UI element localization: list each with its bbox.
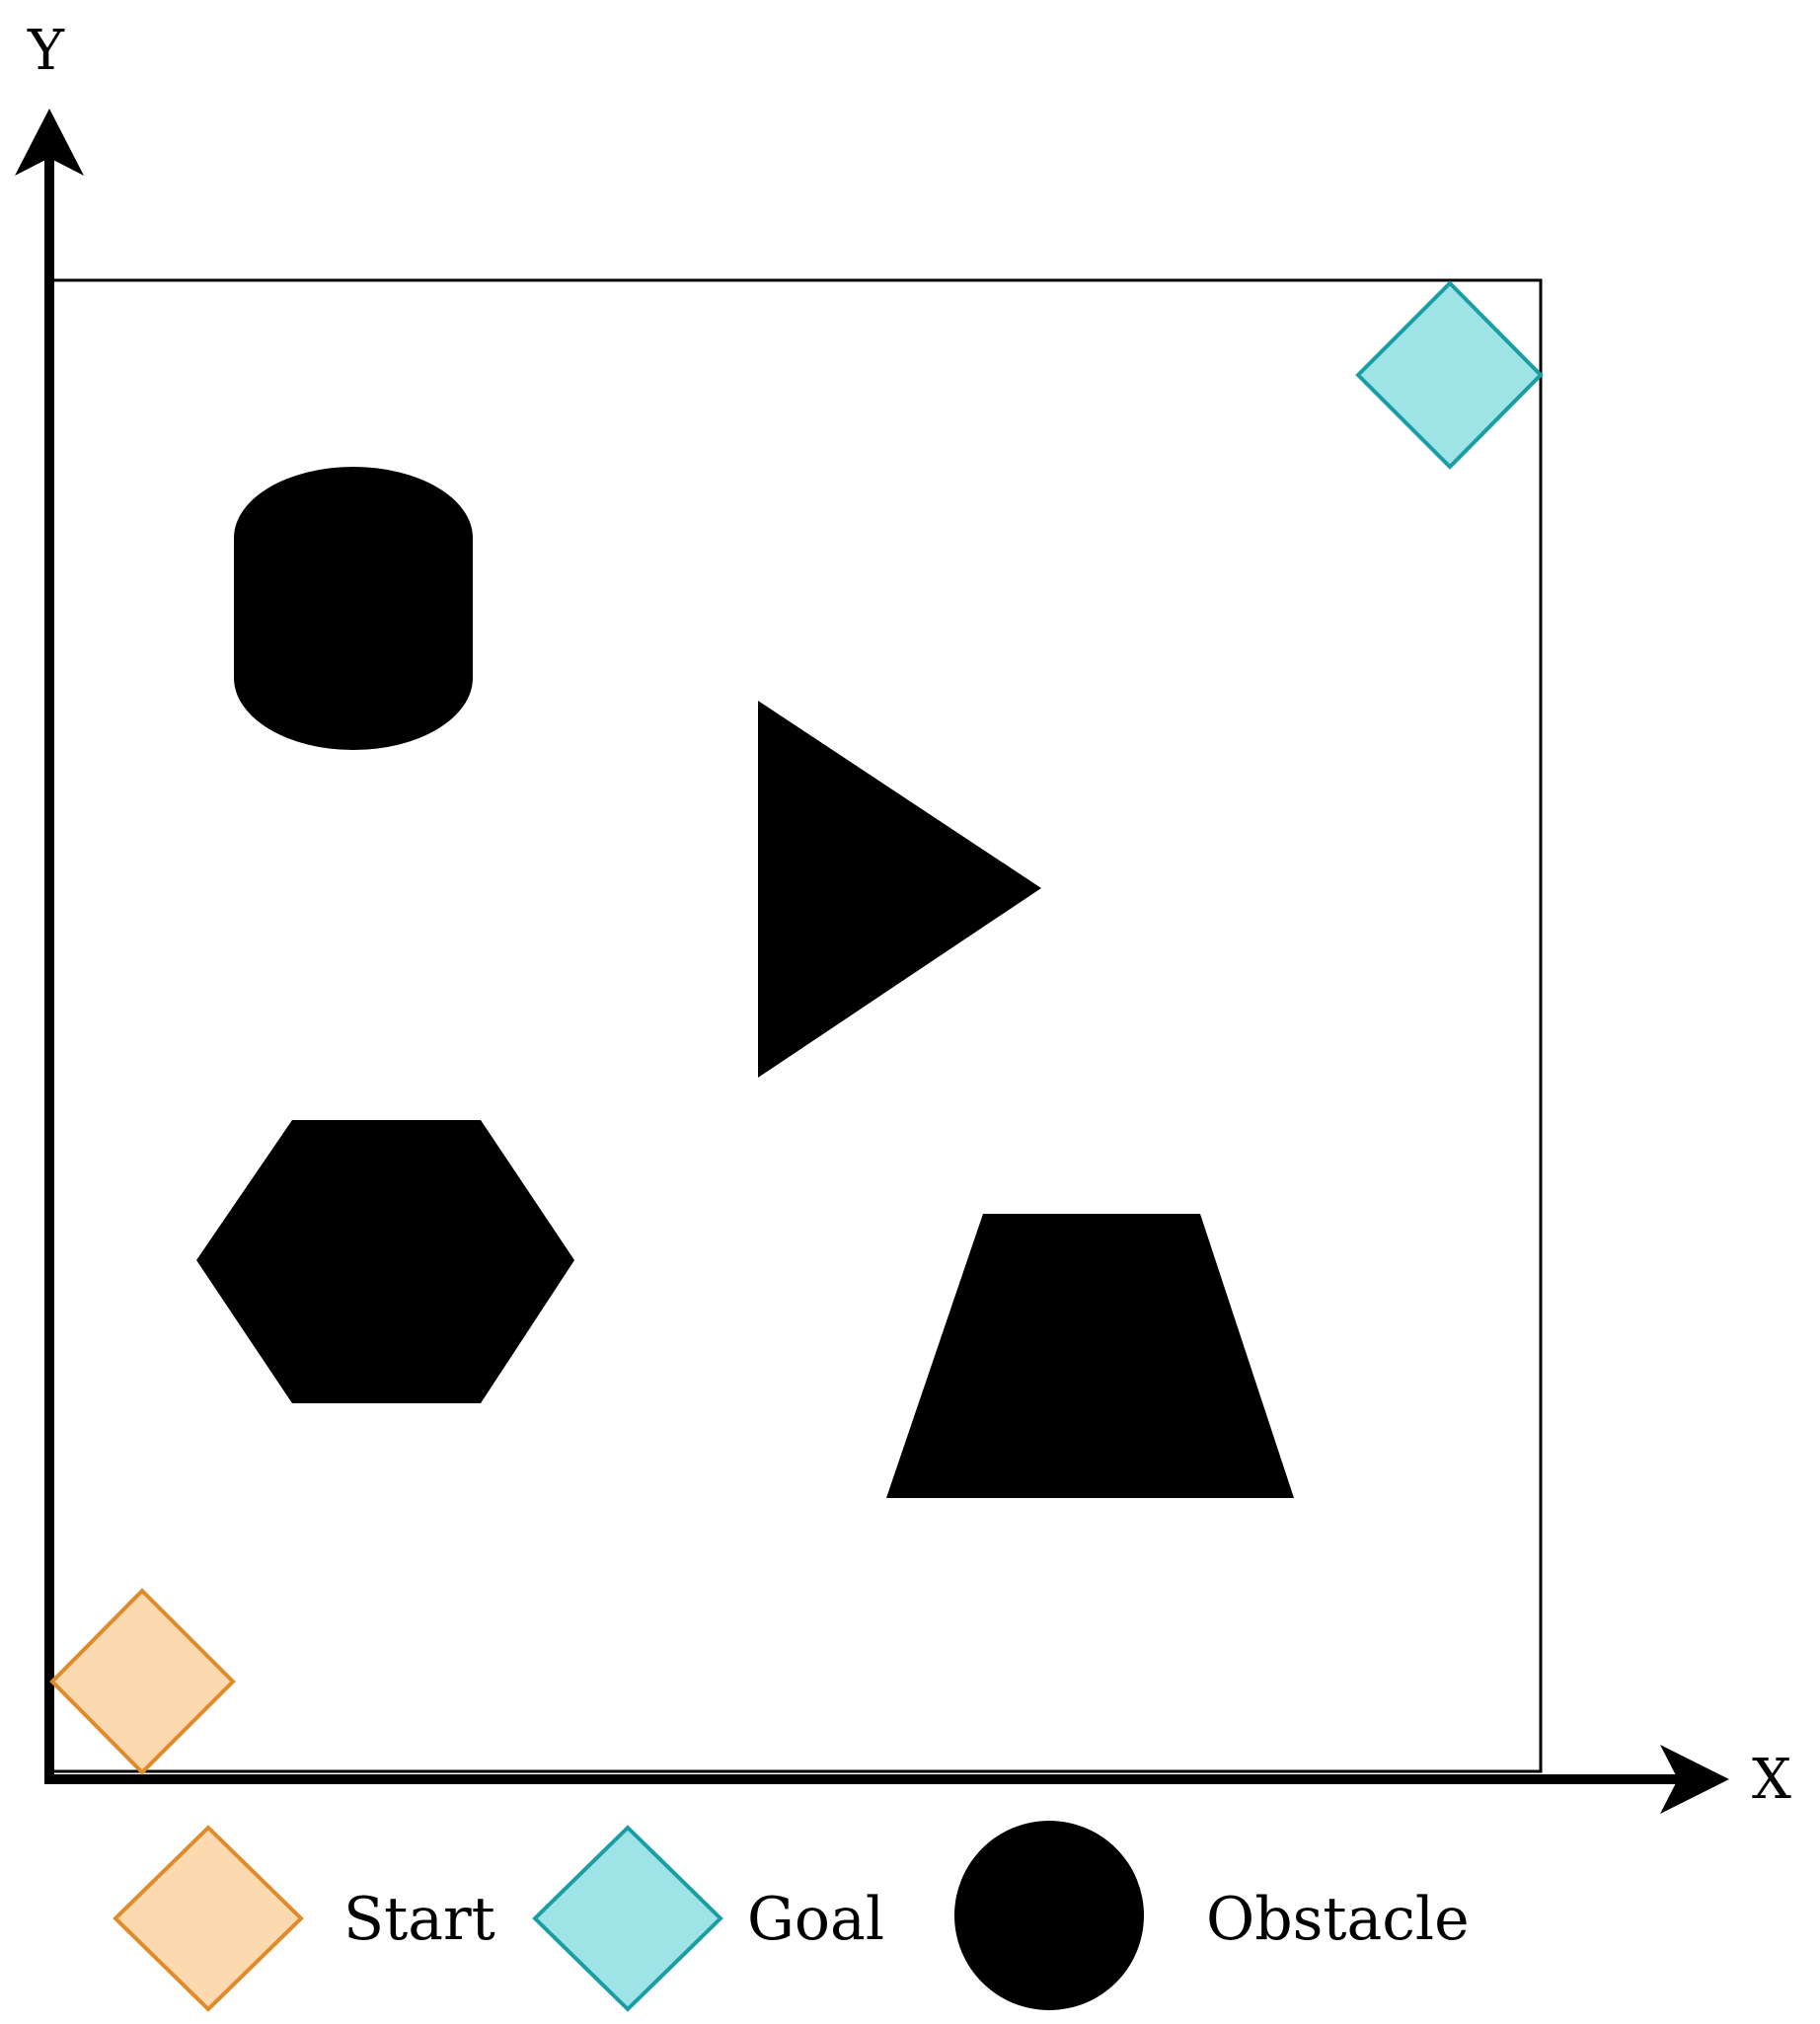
x-axis-label: X	[1752, 1748, 1791, 1812]
obstacle-circle-icon	[954, 1821, 1144, 2010]
legend-label-obstacle: Obstacle	[1206, 1885, 1470, 1954]
obstacle-triangle	[758, 701, 1041, 1078]
legend-item-start: Start	[113, 1825, 495, 2012]
y-axis-label: Y	[27, 19, 65, 83]
goal-marker	[1355, 280, 1544, 470]
start-marker	[49, 1588, 236, 1775]
legend-item-obstacle: Obstacle	[954, 1821, 1470, 2010]
legend-item-goal: Goal	[532, 1825, 884, 2012]
obstacle-hexagon	[196, 1120, 574, 1403]
start-diamond-icon	[113, 1825, 304, 2012]
obstacle-cylinder	[234, 467, 473, 750]
legend: Start Goal Obstacle	[113, 1821, 1470, 2012]
legend-label-goal: Goal	[747, 1885, 884, 1954]
legend-label-start: Start	[343, 1885, 495, 1954]
goal-diamond-icon	[532, 1825, 723, 2012]
y-axis-arrowhead	[15, 109, 84, 176]
obstacle-trapezoid	[886, 1214, 1294, 1498]
x-axis-arrowhead	[1660, 1745, 1729, 1814]
